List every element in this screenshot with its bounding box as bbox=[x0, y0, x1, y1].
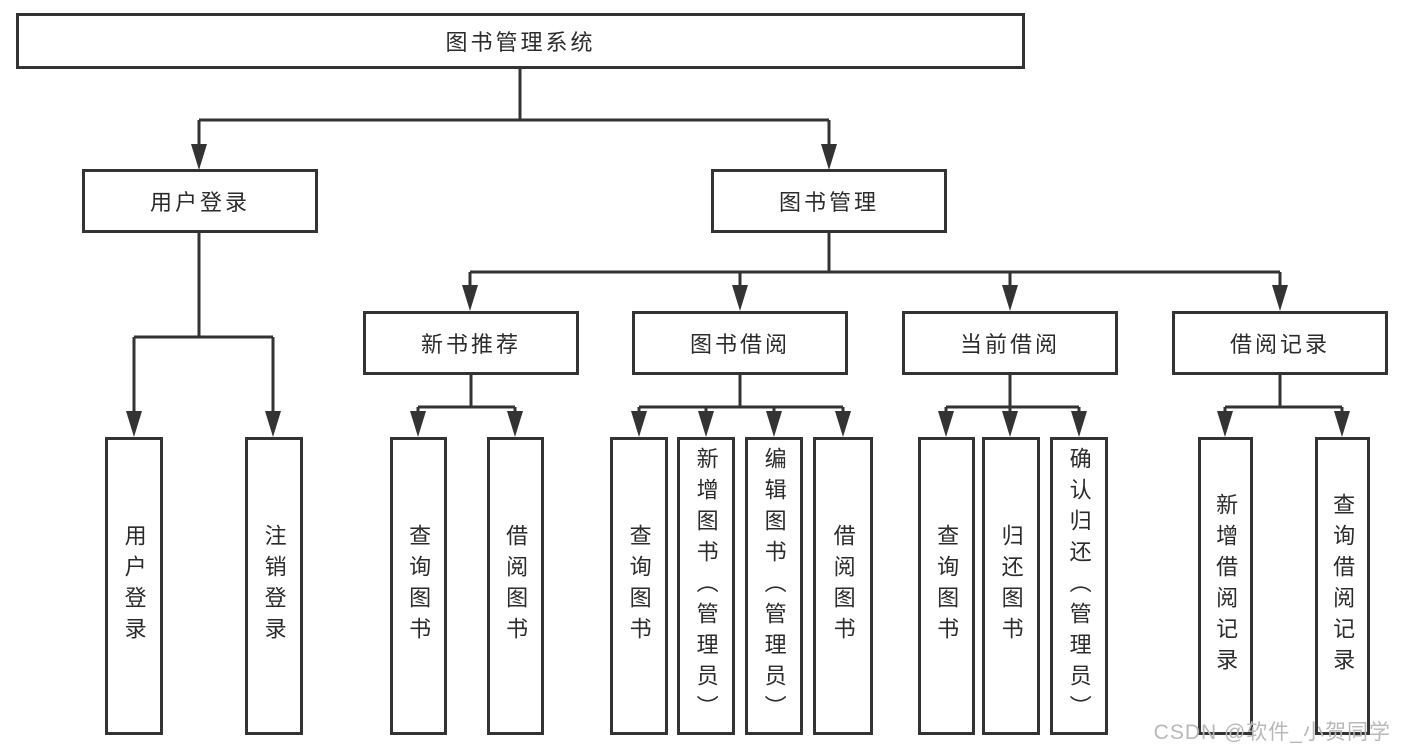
node-label: 新增图书（管理员） bbox=[693, 446, 719, 726]
arrowhead bbox=[1334, 411, 1350, 437]
connector-book-borrow-branch bbox=[637, 375, 845, 413]
arrowhead bbox=[1272, 285, 1288, 311]
arrowhead bbox=[191, 144, 207, 170]
node-label: 当前借阅 bbox=[959, 332, 1060, 357]
node-label: 用户登录 bbox=[121, 524, 147, 648]
node-label: 注销登录 bbox=[261, 524, 287, 648]
arrowhead bbox=[462, 285, 478, 311]
leaf-query-books-current: 查询图书 bbox=[918, 437, 975, 735]
arrowhead bbox=[507, 411, 523, 437]
node-label: 借阅记录 bbox=[1229, 332, 1330, 357]
connector-current-borrow-branch bbox=[944, 375, 1081, 413]
node-label: 归还图书 bbox=[998, 524, 1024, 648]
connector-root-branch bbox=[197, 69, 831, 146]
leaf-logout: 注销登录 bbox=[245, 437, 303, 735]
leaf-query-borrow-record: 查询借阅记录 bbox=[1315, 437, 1370, 735]
arrowhead bbox=[938, 411, 954, 437]
node-user-login: 用户登录 bbox=[82, 169, 318, 233]
node-label: 借阅图书 bbox=[830, 524, 856, 648]
node-label: 确认归还（管理员） bbox=[1066, 446, 1092, 726]
node-borrow-records: 借阅记录 bbox=[1172, 311, 1388, 375]
node-label: 新增借阅记录 bbox=[1213, 493, 1239, 679]
leaf-return-books: 归还图书 bbox=[982, 437, 1040, 735]
node-label: 查询借阅记录 bbox=[1330, 493, 1356, 679]
leaf-borrow-books: 借阅图书 bbox=[813, 437, 873, 735]
node-label: 图书管理系统 bbox=[445, 30, 596, 55]
leaf-add-book-admin: 新增图书（管理员） bbox=[677, 437, 735, 735]
leaf-borrow-books-recommend: 借阅图书 bbox=[487, 437, 544, 735]
leaf-query-books-borrow: 查询图书 bbox=[610, 437, 668, 735]
node-label: 图书借阅 bbox=[689, 332, 790, 357]
arrowhead bbox=[766, 411, 782, 437]
node-label: 用户登录 bbox=[149, 190, 250, 215]
node-label: 图书管理 bbox=[778, 190, 879, 215]
arrowhead bbox=[1002, 285, 1018, 311]
arrowhead bbox=[821, 144, 837, 170]
node-label: 编辑图书（管理员） bbox=[761, 446, 787, 726]
leaf-user-login: 用户登录 bbox=[105, 437, 163, 735]
node-book-management: 图书管理 bbox=[711, 169, 947, 233]
arrowhead bbox=[631, 411, 647, 437]
arrowhead bbox=[835, 411, 851, 437]
connector-user-login-branch bbox=[132, 233, 275, 413]
node-label: 查询图书 bbox=[406, 524, 432, 648]
arrowhead bbox=[1217, 411, 1233, 437]
leaf-add-borrow-record: 新增借阅记录 bbox=[1198, 437, 1253, 735]
arrowhead bbox=[126, 411, 142, 437]
arrowhead bbox=[410, 411, 426, 437]
node-label: 新书推荐 bbox=[420, 332, 521, 357]
node-new-book-recommend: 新书推荐 bbox=[363, 311, 579, 375]
node-label: 查询图书 bbox=[626, 524, 652, 648]
watermark: CSDN @软件_小贺同学 bbox=[1153, 721, 1391, 744]
arrowhead bbox=[732, 285, 748, 311]
node-label: 查询图书 bbox=[934, 524, 960, 648]
leaf-confirm-return-admin: 确认归还（管理员） bbox=[1050, 437, 1108, 735]
node-current-borrow: 当前借阅 bbox=[902, 311, 1118, 375]
connector-borrow-records-branch bbox=[1223, 375, 1344, 413]
node-root: 图书管理系统 bbox=[16, 13, 1025, 69]
leaf-edit-book-admin: 编辑图书（管理员） bbox=[745, 437, 803, 735]
node-label: 借阅图书 bbox=[503, 524, 529, 648]
arrowhead bbox=[698, 411, 714, 437]
node-book-borrow: 图书借阅 bbox=[632, 311, 848, 375]
arrowhead bbox=[265, 411, 281, 437]
connector-book-management-branch bbox=[468, 233, 1282, 287]
arrowhead bbox=[1071, 411, 1087, 437]
arrowhead bbox=[1002, 411, 1018, 437]
connector-new-book-branch bbox=[416, 375, 517, 413]
leaf-query-books-recommend: 查询图书 bbox=[390, 437, 447, 735]
